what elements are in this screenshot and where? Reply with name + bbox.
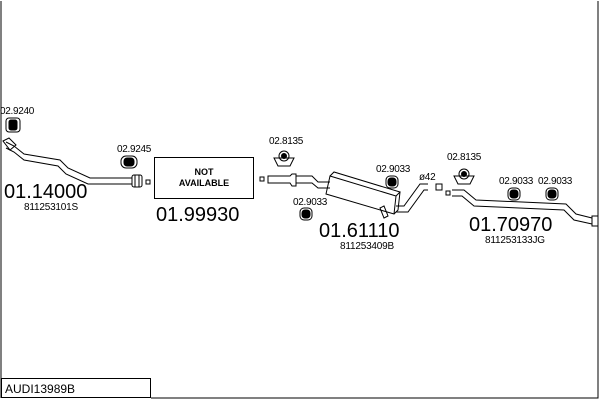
dimension-label: ø42 [419, 172, 436, 183]
oem-number-811253101s: 811253101S [24, 202, 78, 213]
not-available-line-1: NOT [194, 167, 214, 177]
front-pipe-drawing [2, 137, 143, 188]
accessory-label-02-9033-3: 02.9033 [499, 176, 534, 187]
accessory-label-02-8135-right: 02.8135 [447, 152, 482, 163]
not-available-line-2: AVAILABLE [178, 178, 230, 188]
accessory-label-02-9245: 02.9245 [117, 144, 152, 155]
connector-2 [259, 176, 265, 182]
connector-1 [145, 179, 151, 185]
part-number-01-61110: 01.61110 [319, 220, 400, 242]
oem-number-811253133jg: 811253133JG [485, 235, 545, 246]
part-number-01-70970: 01.70970 [469, 214, 553, 236]
reference-label: AUDI13989B [1, 378, 151, 398]
hanger-02-8135-right-drawing [453, 168, 475, 185]
part-number-01-14000: 01.14000 [4, 181, 88, 203]
part-number-01-99930: 01.99930 [156, 204, 240, 226]
clamp-42-drawing [435, 183, 443, 191]
oem-number-811253409b: 811253409B [340, 241, 394, 252]
rear-pipe-drawing [445, 189, 599, 227]
middle-muffler-drawing [267, 171, 428, 219]
accessory-label-02-9033-1: 02.9033 [293, 197, 328, 208]
not-available-box: NOT AVAILABLE [154, 157, 254, 199]
accessory-label-02-8135-left: 02.8135 [269, 136, 304, 147]
hanger-02-8135-left-drawing [273, 150, 295, 167]
accessory-label-02-9240: 02.9240 [0, 106, 35, 117]
accessory-label-02-9033-4: 02.9033 [538, 176, 573, 187]
accessory-label-02-9033-2: 02.9033 [376, 164, 411, 175]
